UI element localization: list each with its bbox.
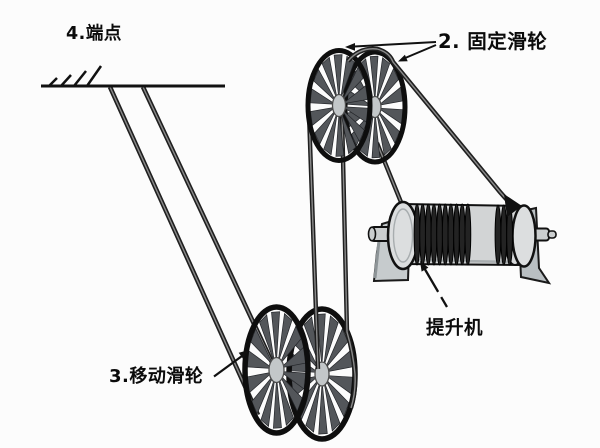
label-fixed-pulley: 2. 固定滑轮 bbox=[438, 30, 548, 53]
rope-vertical-left bbox=[306, 113, 321, 370]
rope-anchor-inner bbox=[140, 86, 280, 374]
anchor-ceiling bbox=[41, 65, 225, 88]
label-movable-pulley: 3.移动滑轮 bbox=[109, 366, 204, 387]
label-endpoint: 4.端点 bbox=[66, 24, 122, 44]
movable-pulley-front-wheel bbox=[242, 304, 311, 436]
rope-to-drum-right bbox=[346, 46, 522, 217]
hoist-rope-coils bbox=[413, 203, 514, 266]
rope-anchor-outer bbox=[107, 86, 261, 416]
label-arrows bbox=[213, 41, 448, 378]
rope-vertical-right bbox=[339, 113, 358, 409]
rope-to-drum-left bbox=[374, 142, 408, 213]
label-hoist: 提升机 bbox=[426, 318, 484, 339]
fixed-pulley-front-wheel bbox=[305, 48, 373, 163]
